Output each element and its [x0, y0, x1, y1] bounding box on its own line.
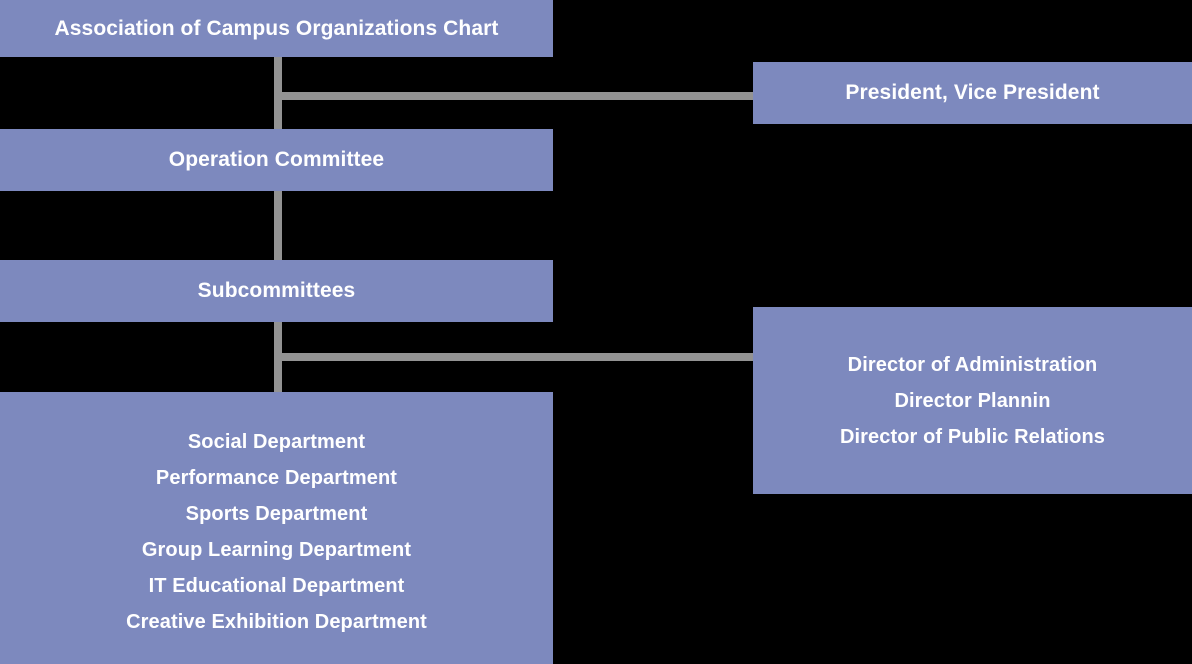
node-operation-committee: Operation Committee — [0, 129, 553, 191]
node-directors: Director of Administration Director Plan… — [753, 307, 1192, 494]
chart-title-text: Association of Campus Organizations Char… — [54, 16, 499, 40]
operation-committee-label: Operation Committee — [168, 148, 385, 171]
node-departments: Social Department Performance Department… — [0, 392, 553, 664]
subcommittees-label: Subcommittees — [197, 279, 356, 302]
connector-to-directors — [274, 353, 753, 361]
director-line: Director Plannin — [894, 389, 1051, 412]
node-chart-title: Association of Campus Organizations Char… — [0, 0, 553, 57]
department-line: IT Educational Department — [148, 575, 405, 597]
department-line: Creative Exhibition Department — [126, 611, 427, 633]
connector-to-president — [274, 92, 753, 100]
department-line: Performance Department — [155, 467, 398, 489]
department-line: Group Learning Department — [141, 539, 412, 561]
director-line: Director of Administration — [847, 353, 1098, 376]
connector-vertical-spine — [274, 57, 282, 392]
department-line: Social Department — [187, 431, 366, 453]
president-label: President, Vice President — [845, 81, 1100, 104]
director-line: Director of Public Relations — [839, 425, 1106, 448]
node-president: President, Vice President — [753, 62, 1192, 124]
node-subcommittees: Subcommittees — [0, 260, 553, 322]
department-line: Sports Department — [185, 503, 368, 525]
